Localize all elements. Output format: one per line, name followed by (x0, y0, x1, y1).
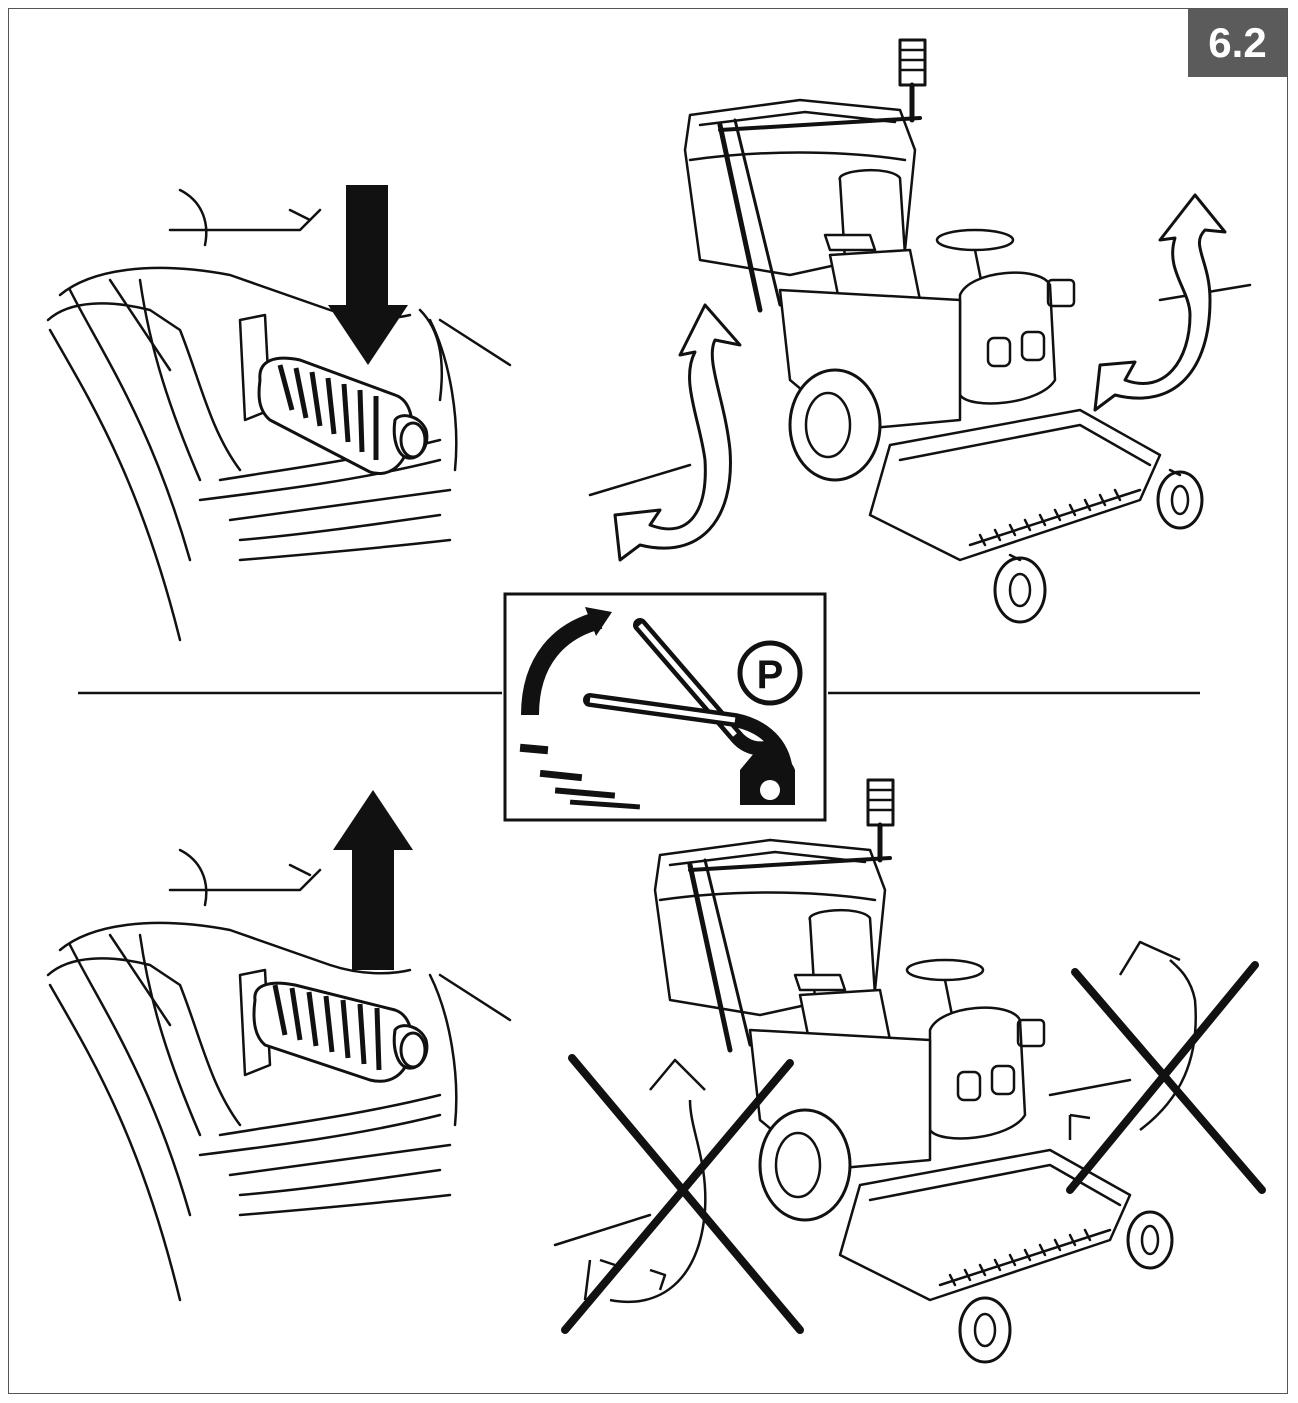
mower-bottom (553, 778, 1174, 1364)
cross-prohibited-icon-right (1066, 961, 1266, 1194)
lever-handle-bottom (252, 981, 429, 1083)
section-number: 6.2 (1208, 19, 1267, 66)
curved-arrow-right-top (1093, 193, 1227, 412)
lever-handle-top (257, 356, 429, 475)
parking-label: P (757, 653, 784, 697)
parking-brake-symbol: P (503, 592, 827, 822)
section-number-badge: 6.2 (1188, 9, 1287, 77)
curved-arrow-left-top (613, 303, 742, 562)
mower-top (588, 38, 1252, 624)
parking-icon: P (737, 640, 803, 706)
cross-prohibited-icon (561, 1054, 804, 1334)
arrow-up-icon (333, 790, 413, 970)
curved-arrow-right-bottom (1068, 940, 1197, 1140)
lever-panel-bottom (46, 848, 512, 1302)
lever-panel-top (46, 188, 512, 642)
page-frame (8, 8, 1288, 1394)
arrow-down-icon (328, 185, 408, 365)
